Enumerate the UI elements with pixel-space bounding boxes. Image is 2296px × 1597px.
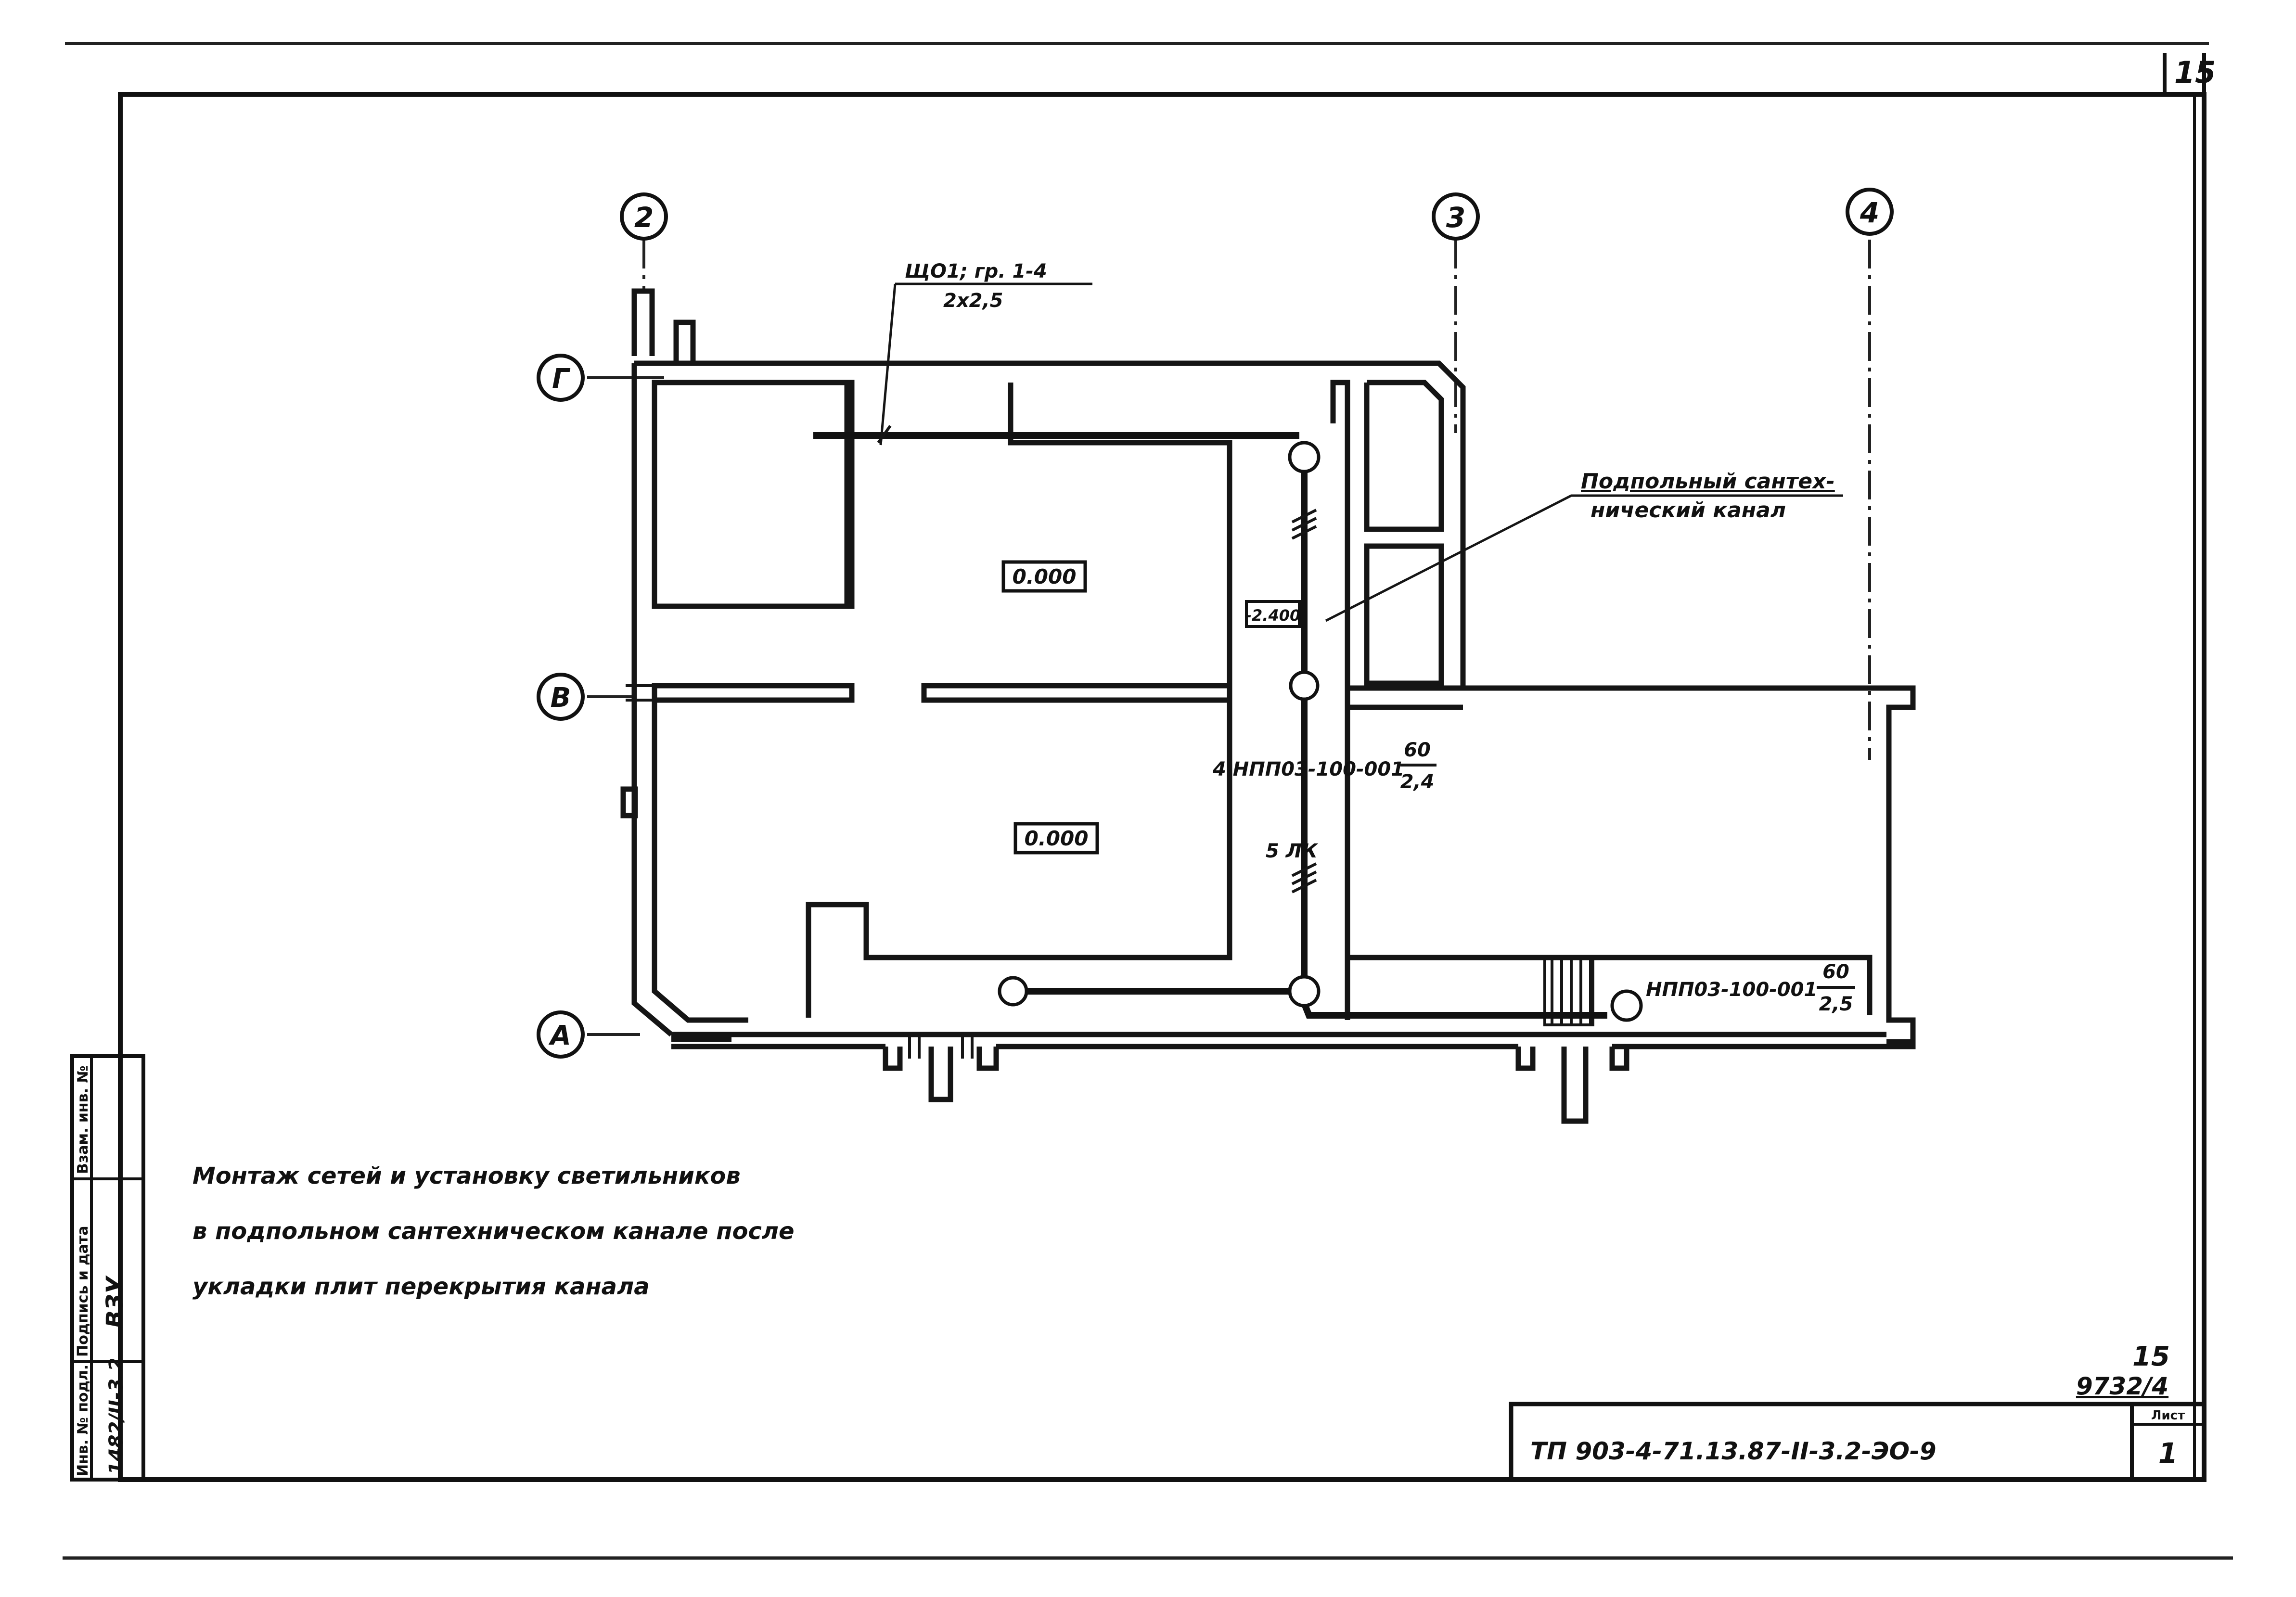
feed-label-line2: 2х2,5 [943, 290, 1003, 312]
axis-bubble-3-label: 3 [1446, 201, 1465, 234]
axis-bubble-a: А [537, 1010, 585, 1059]
archive-number-bottom: 9732/4 [2076, 1372, 2168, 1400]
fixture-single-num: 60 [1822, 961, 1849, 983]
channel-label-line2: нический канал [1591, 498, 1786, 523]
sheet-corner-number: 15 [2174, 55, 2216, 90]
axis-bubble-g: Г [537, 354, 585, 402]
fixture-single-den: 2,5 [1819, 993, 1853, 1015]
light-fixture-4 [998, 976, 1028, 1007]
side-stamp: Взам. инв. № Подпись и дата Инв. № подл.… [70, 1054, 145, 1482]
sheet-frame [63, 42, 2233, 1560]
axis-bubble-v: В [537, 673, 585, 721]
stamp-signature-value: ВЗУ [102, 1275, 128, 1328]
axis-bubble-2: 2 [620, 192, 668, 241]
title-doc-code: ТП 903-4-71.13.87-II-3.2-ЭО-9 [1530, 1437, 1937, 1465]
feed-label-line1: ЩО1; гр. 1-4 [905, 260, 1047, 282]
elevation-bottom-room-text: 0.000 [1025, 827, 1089, 850]
fixture-group-left-den: 2,4 [1400, 771, 1435, 793]
axis-bubble-v-label: В [551, 682, 571, 714]
note-line-3: укладки плит перекрытия канала [192, 1273, 650, 1300]
light-fixture-2 [1289, 670, 1320, 701]
light-fixture-5 [1610, 989, 1643, 1022]
cable-mark-label: 5 ЛК [1266, 840, 1319, 862]
elevation-channel-text: -2.400 [1245, 606, 1301, 625]
note-line-1: Монтаж сетей и установку светильников [192, 1163, 741, 1189]
axis-bubble-g-label: Г [552, 363, 571, 395]
axis-bubble-4: 4 [1846, 188, 1894, 236]
note-line-2: в подпольном сантехническом канале после [192, 1218, 795, 1245]
stamp-col-replacement: Взам. инв. № [75, 1065, 91, 1174]
fixture-group-left-text: 4 НПП03-100-001 [1212, 758, 1404, 780]
archive-number-top: 15 [2132, 1341, 2170, 1372]
lighting-network [813, 425, 1643, 1022]
light-fixture-1 [1288, 441, 1321, 473]
axis-bubble-a-label: А [548, 1020, 571, 1051]
channel-annotation: Подпольный сантех- нический канал [1325, 469, 1843, 622]
stamp-col-signature: Подпись и дата [75, 1226, 91, 1357]
title-block: ТП 903-4-71.13.87-II-3.2-ЭО-9 Лист 1 15 … [1509, 1341, 2206, 1482]
axis-lines [587, 240, 1871, 1036]
fixture-single-annotation: НПП03-100-001 60 2,5 [1646, 961, 1855, 1015]
installation-note: Монтаж сетей и установку светильников в … [192, 1163, 795, 1300]
light-fixture-3 [1288, 975, 1321, 1008]
elevation-top-room-text: 0.000 [1013, 565, 1077, 588]
title-sheet-label: Лист [2151, 1408, 2185, 1423]
building-walls [620, 288, 1916, 1124]
elevation-tag-bottom-room: 0.000 [1013, 822, 1099, 855]
fixture-group-left-num: 60 [1404, 739, 1431, 761]
axis-bubble-3: 3 [1432, 192, 1480, 241]
axis-bubble-4-label: 4 [1860, 196, 1879, 229]
axis-bubble-2-label: 2 [634, 201, 654, 234]
title-sheet-number: 1 [2158, 1437, 2178, 1469]
fixture-single-text: НПП03-100-001 [1646, 979, 1817, 1001]
feed-annotation: ЩО1; гр. 1-4 2х2,5 [879, 260, 1092, 446]
stamp-inventory-value: 1482/II-3.2 [105, 1358, 128, 1475]
channel-label-line1: Подпольный сантех- [1581, 469, 1835, 494]
elevation-tag-top-room: 0.000 [1001, 560, 1087, 593]
elevation-tag-channel: -2.400 [1245, 600, 1301, 628]
fixture-group-annotation: 4 НПП03-100-001 60 2,4 [1212, 739, 1437, 793]
stamp-col-inventory: Инв. № подл. [75, 1365, 91, 1476]
